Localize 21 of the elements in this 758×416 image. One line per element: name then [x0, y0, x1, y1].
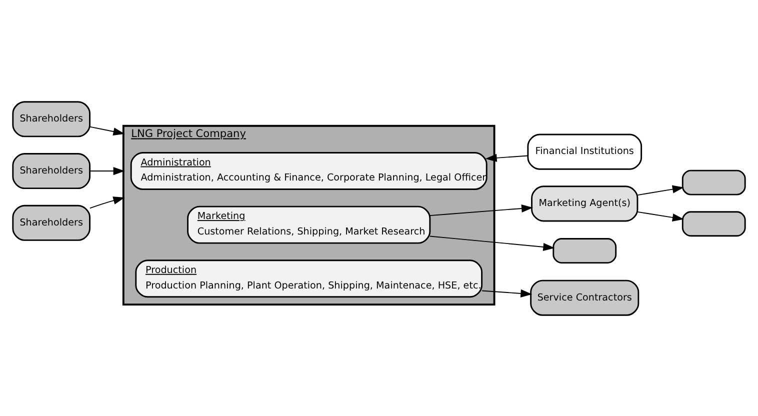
node-box: [682, 210, 746, 236]
node-box: Administration Administration, Accounting & Finance, Corporate Planning, Legal Officer: [130, 152, 488, 190]
arrow: [89, 196, 125, 208]
node-box: Marketing Customer Relations, Shipping, Market Research: [187, 205, 431, 244]
node-box: Shareholders: [12, 100, 90, 137]
node-box: Production Production Planning, Plant Operation, Shipping, Maintenace, HSE, etc.: [135, 259, 483, 298]
node-box: Service Contractors: [530, 279, 640, 316]
node-box: [552, 238, 617, 264]
arrow: [482, 288, 532, 297]
arrow: [90, 126, 125, 136]
node-box: [682, 169, 746, 195]
node-box: Marketing Agent(s): [531, 185, 638, 222]
arrow: [429, 235, 555, 250]
arrow: [485, 153, 528, 162]
node-box: Financial Institutions: [527, 133, 642, 170]
arrow: [637, 184, 684, 196]
node-box: Shareholders: [12, 204, 90, 240]
node-box: Shareholders: [12, 152, 90, 189]
arrow: [90, 166, 125, 175]
arrow: [429, 204, 534, 216]
arrow: [637, 210, 684, 221]
